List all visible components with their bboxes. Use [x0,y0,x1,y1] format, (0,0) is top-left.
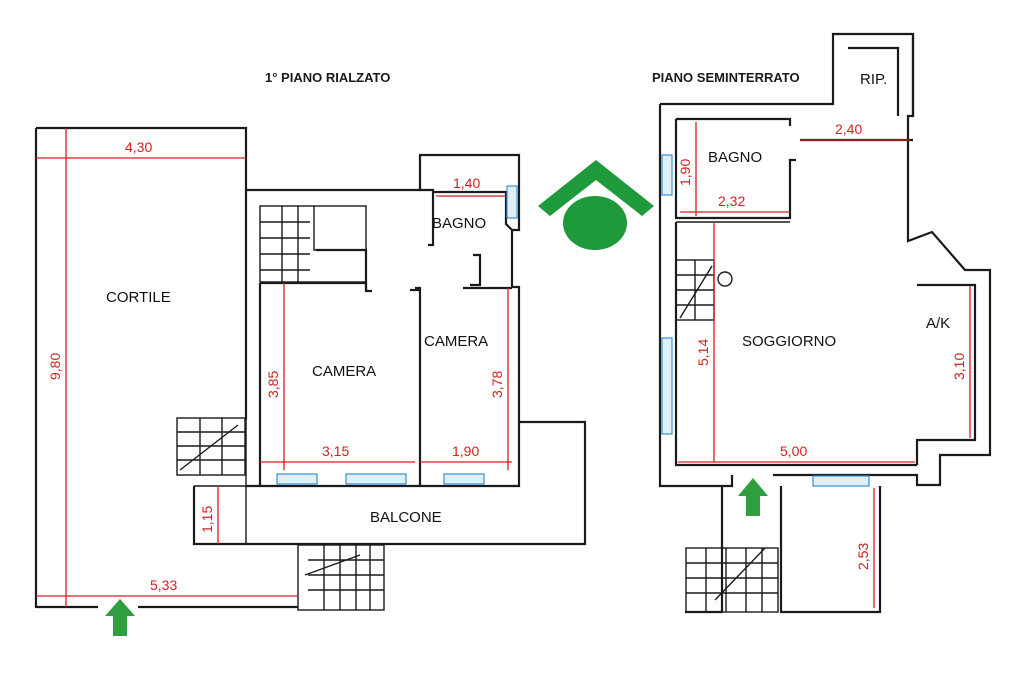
stair-bottom [297,544,385,611]
room-label-bagno: BAGNO [708,149,762,166]
dimension-label: 5,00 [780,443,807,459]
window [506,185,518,219]
dimension-label: 2,32 [718,193,745,209]
stair-left [176,417,246,476]
room-label-camera: CAMERA [312,363,376,380]
first-floor-title: 1° PIANO RIALZATO [265,70,390,85]
cortile-area [34,126,298,609]
dimension-label: 1,90 [677,159,693,186]
room-label-ak: A/K [926,315,950,332]
room-label-camera: CAMERA [424,333,488,350]
dimension-label: 1,15 [199,506,215,533]
dimension-label: 3,78 [489,371,505,398]
room-label-bagno: BAGNO [432,215,486,232]
dimension-label: 5,33 [150,577,177,593]
room-label-balcone: BALCONE [370,509,442,526]
stair-basement [675,259,733,321]
dimension-label: 1,40 [453,175,480,191]
dimension-label: 3,85 [265,371,281,398]
stair-basement-external [685,486,882,614]
entrance-arrow-icon [738,478,768,516]
dimension-label: 3,15 [322,443,349,459]
house-roof-logo [538,160,654,250]
dimension-label: 2,40 [835,121,862,137]
first-floor-dimension-lines [36,128,512,607]
room-label-rip: RIP. [860,71,887,88]
room-label-soggiorno: SOGGIORNO [742,333,836,350]
basement-title: PIANO SEMINTERRATO [652,70,800,85]
dimension-label: 9,80 [47,353,63,380]
balcone-area [192,420,587,546]
room-label-cortile: CORTILE [106,289,171,306]
basement-dimension-lines [678,122,971,608]
dimension-label: 4,30 [125,139,152,155]
first-floor-walls [246,153,521,488]
entrance-arrow-icon [105,599,135,636]
window [661,337,673,435]
dimension-label: 2,53 [855,543,871,570]
window [443,473,485,485]
dimension-label: 3,10 [951,353,967,380]
window [661,154,673,196]
dimension-label: 1,90 [452,443,479,459]
dimension-label: 5,14 [695,339,711,366]
window [345,473,407,485]
window [812,475,870,487]
window [276,473,318,485]
